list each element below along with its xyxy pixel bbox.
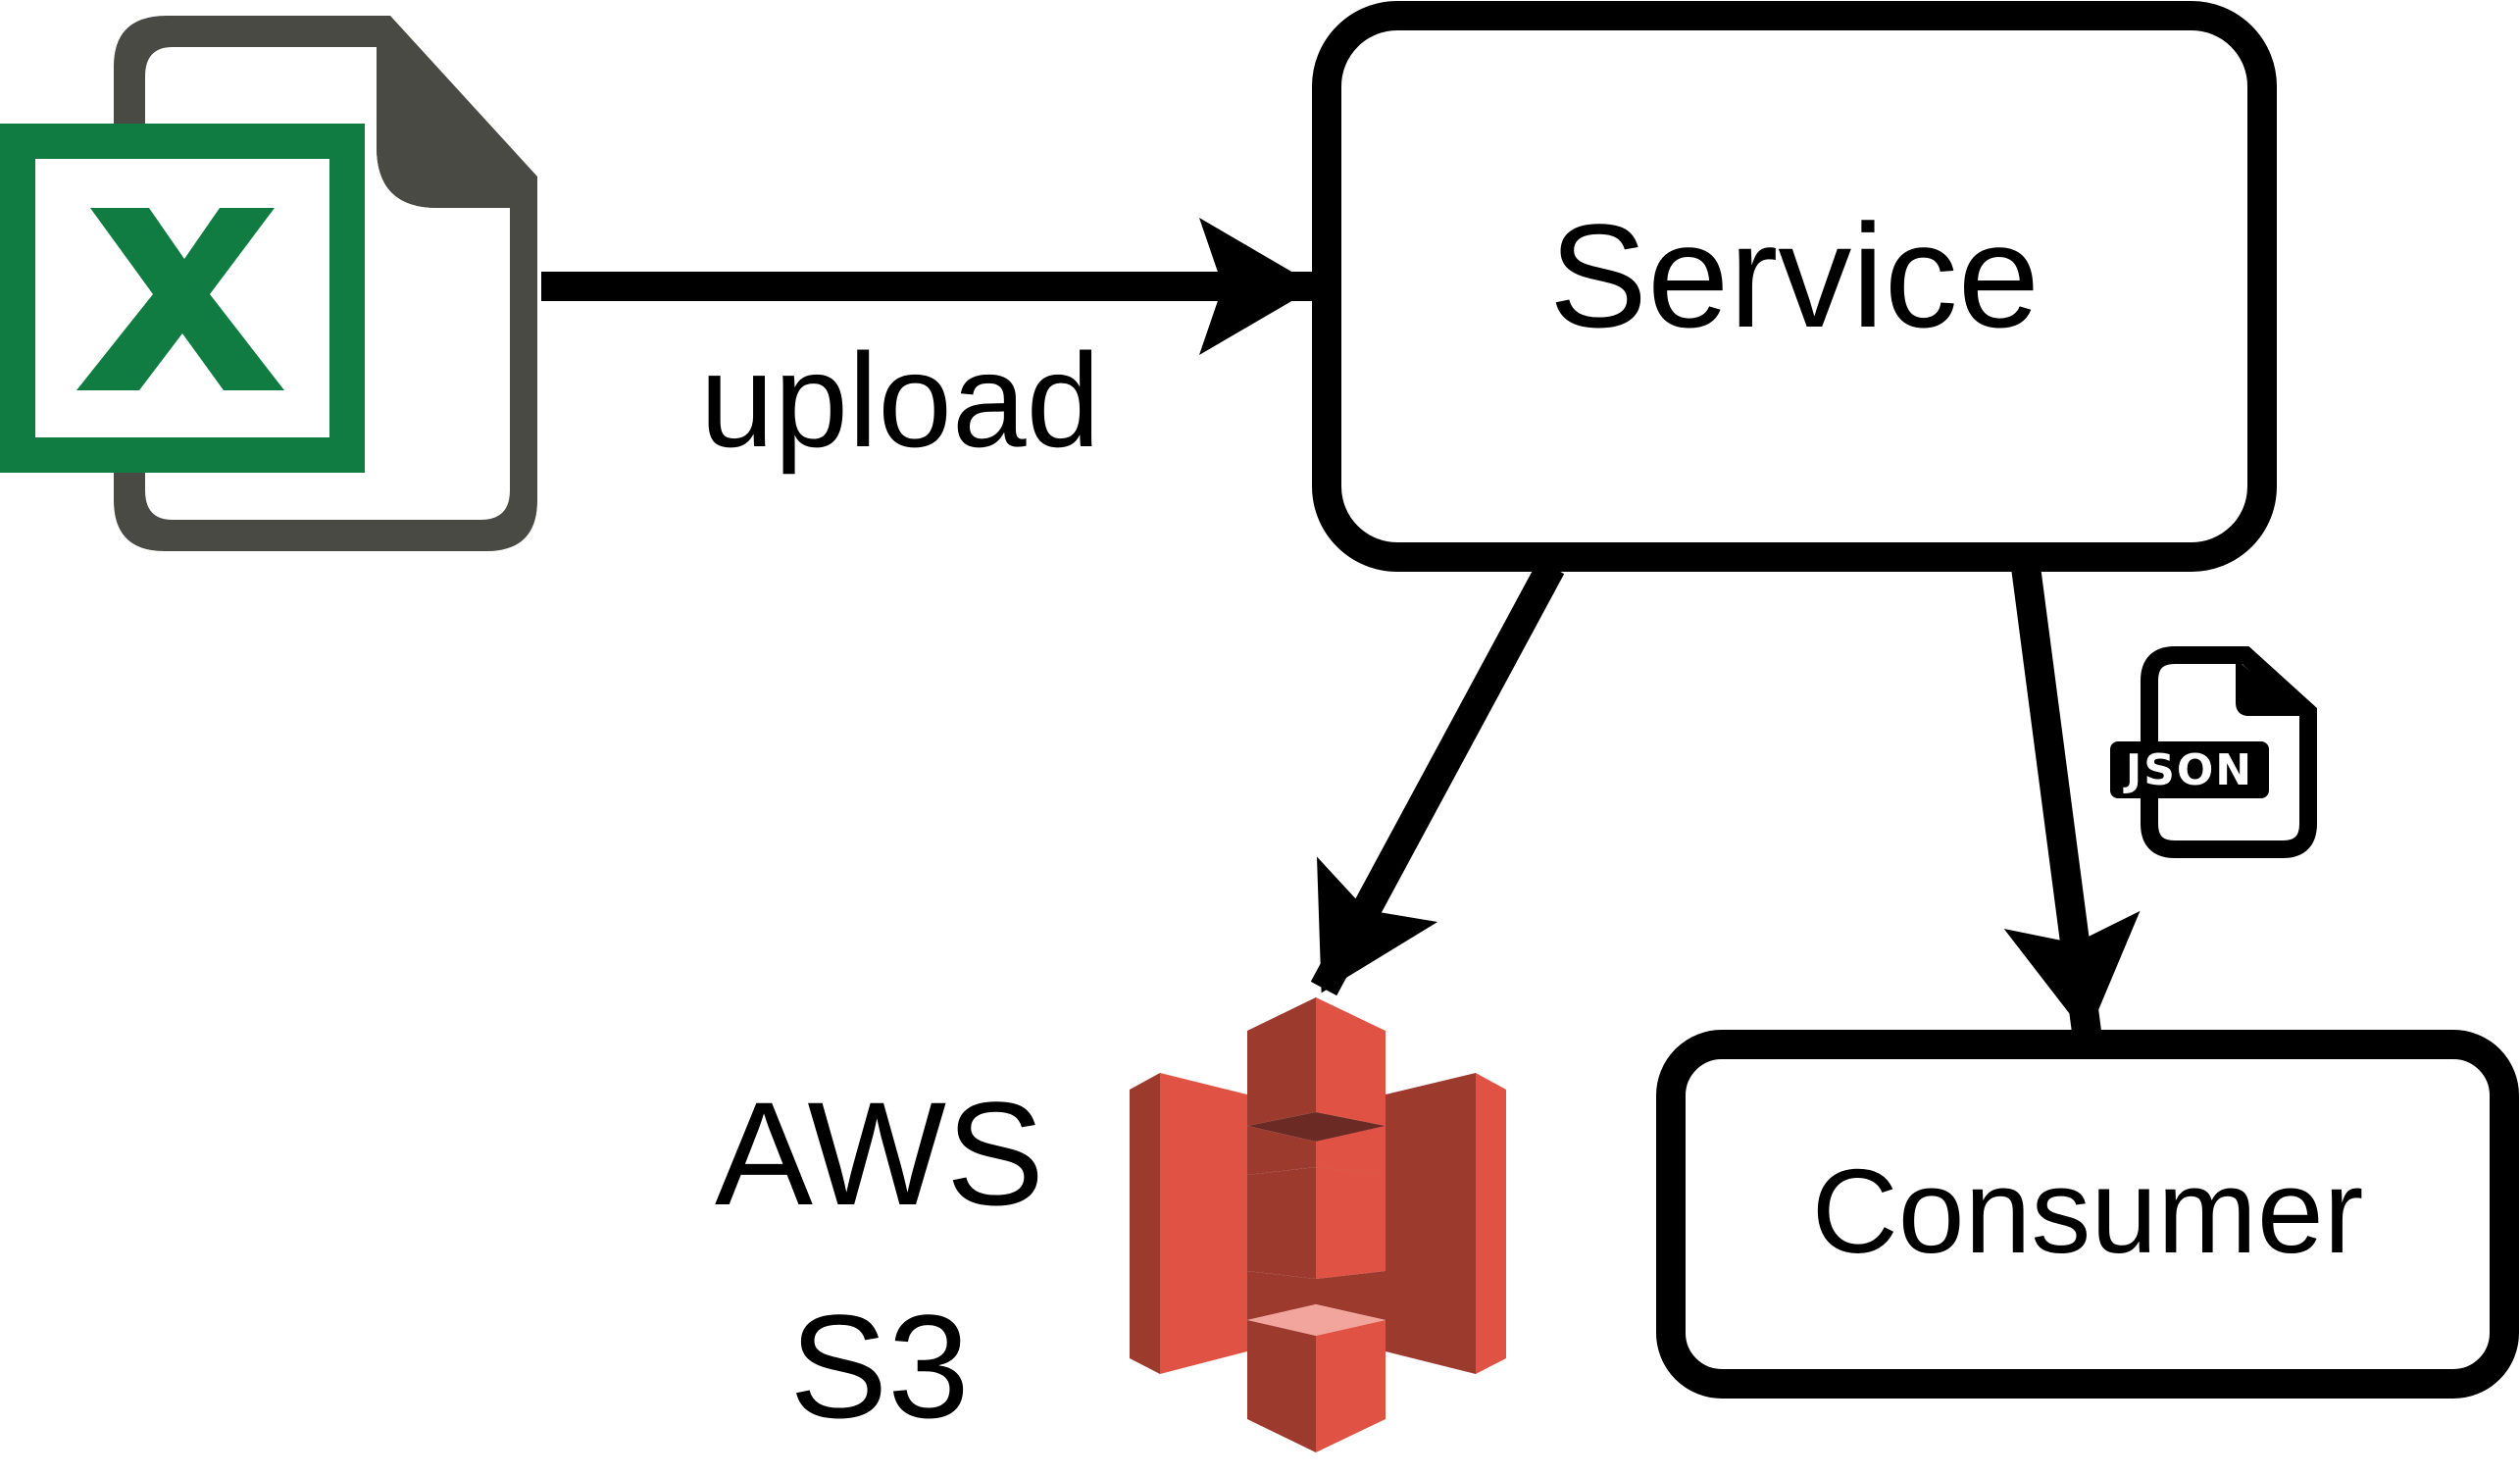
s3-label-line1: AWS	[715, 1071, 1044, 1236]
s3-bottom-block-top	[1247, 1304, 1386, 1336]
s3-right-wing	[1386, 1073, 1476, 1374]
s3-top-block-bottom	[1247, 1112, 1386, 1142]
service-label: Service	[1549, 193, 2040, 358]
service-node: Service	[1312, 1, 2277, 572]
s3-left-wing	[1160, 1073, 1247, 1374]
json-badge-bg	[2110, 741, 2269, 798]
s3-label-line2: S3	[789, 1284, 969, 1449]
s3-middle-block-left	[1247, 1167, 1316, 1279]
s3-bottom-block-right	[1316, 1320, 1386, 1452]
excel-page-fold	[377, 47, 510, 208]
consumer-label: Consumer	[1812, 1145, 2364, 1278]
service-box	[1312, 1, 2277, 572]
consumer-node: Consumer	[1656, 1030, 2519, 1399]
s3-top-block-left	[1247, 997, 1316, 1126]
service-to-s3-line	[1310, 559, 1565, 996]
service-to-consumer-line	[2003, 565, 2141, 1037]
s3-lower-connector	[1247, 1271, 1386, 1320]
excel-file-icon	[0, 16, 537, 551]
aws-s3-icon	[1130, 997, 1506, 1452]
upload-label: upload	[700, 326, 1100, 475]
json-file-fold	[2236, 659, 2304, 716]
json-file-icon: JSON	[2110, 646, 2317, 858]
service-to-s3-arrow	[1310, 559, 1565, 996]
s3-right-wing-dark	[1476, 1073, 1506, 1374]
s3-top-block-right	[1316, 997, 1386, 1126]
json-badge-label: JSON	[2123, 745, 2253, 795]
s3-middle-connector-right	[1316, 1126, 1386, 1175]
excel-x-glyph	[76, 208, 284, 390]
service-to-consumer-arrow	[2003, 565, 2141, 1037]
s3-middle-block-right	[1316, 1167, 1386, 1279]
consumer-box	[1656, 1030, 2519, 1399]
s3-left-wing-dark	[1130, 1073, 1160, 1374]
s3-bottom-block-left	[1247, 1320, 1316, 1452]
